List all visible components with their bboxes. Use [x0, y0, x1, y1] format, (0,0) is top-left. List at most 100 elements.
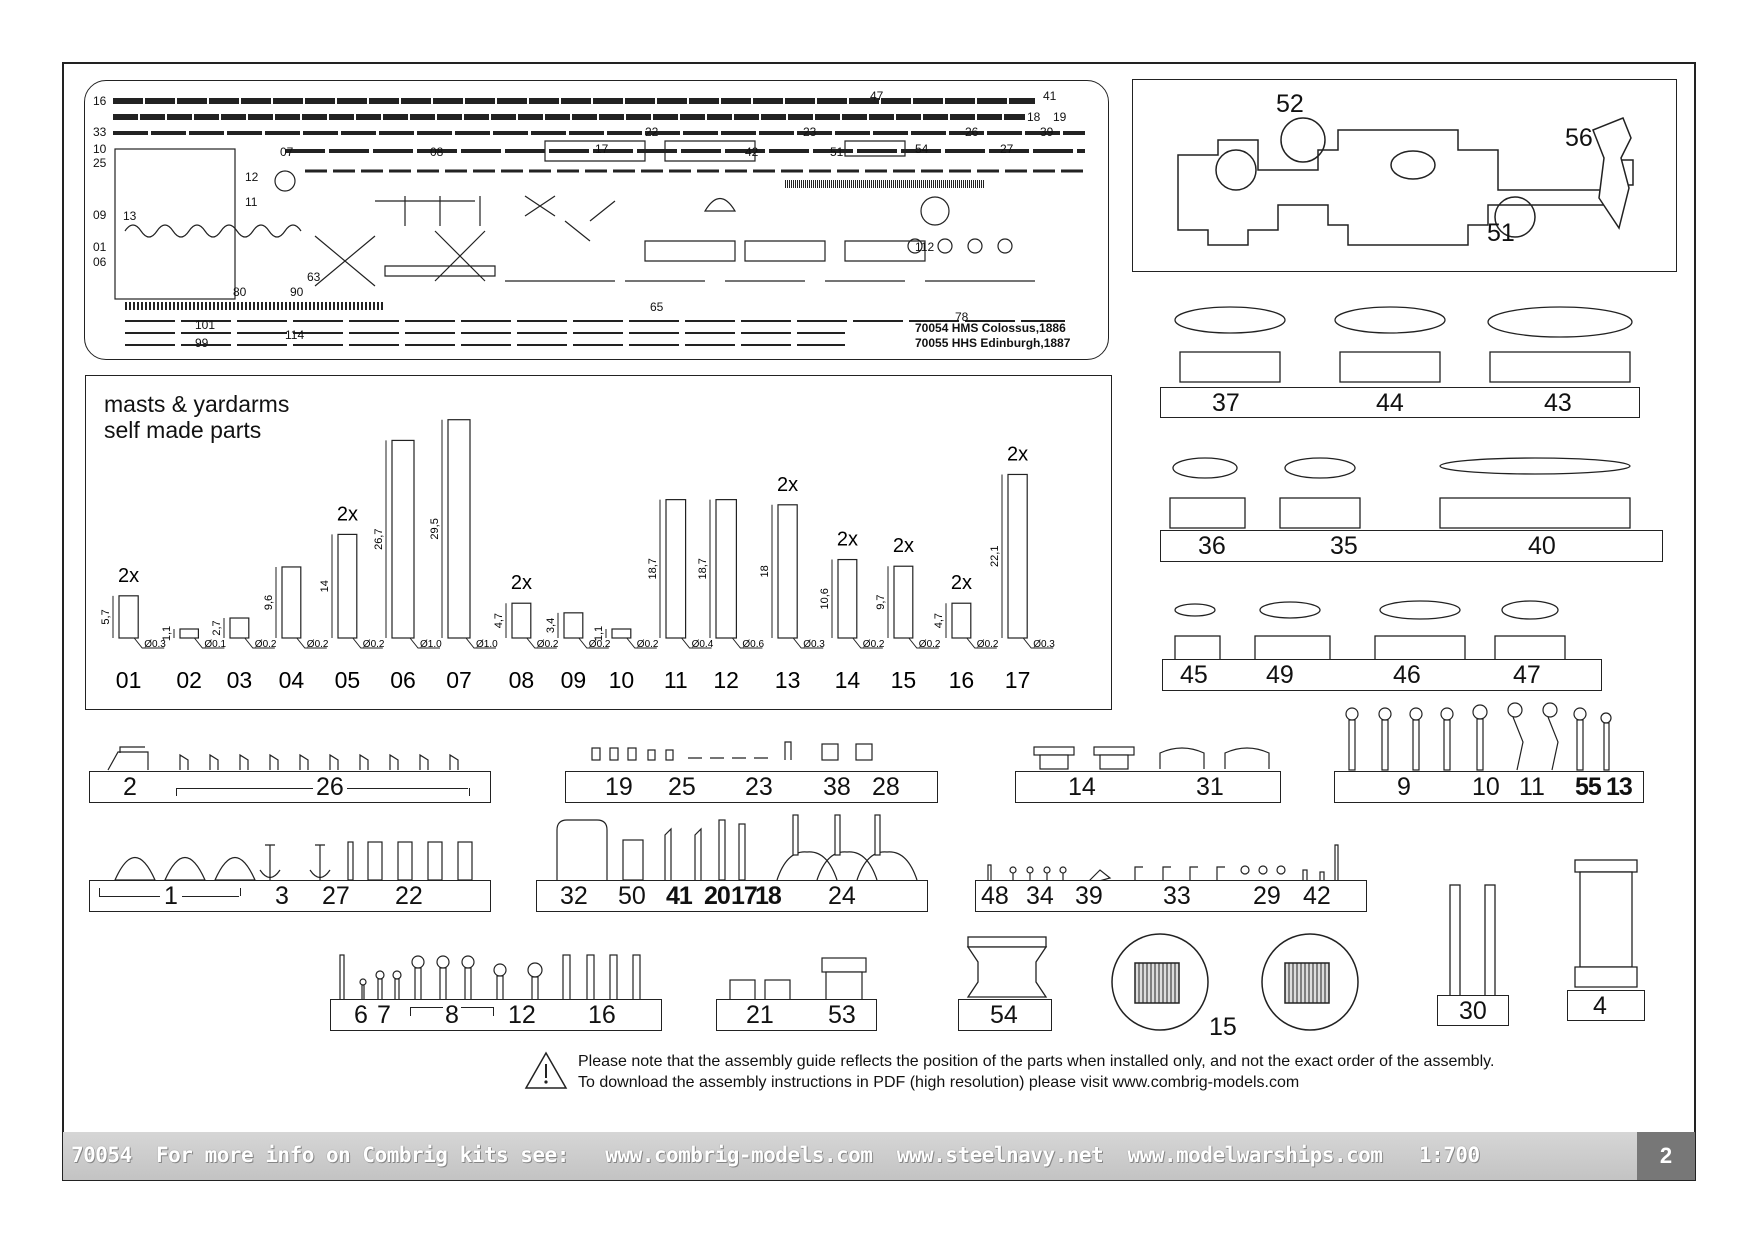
diameter-leader — [133, 637, 165, 649]
part-number: 12 — [508, 1001, 536, 1029]
part-number: 20 — [704, 882, 731, 910]
fret-label: 16 — [93, 94, 107, 108]
mast-item: 1,1Ø0.210 — [593, 626, 659, 693]
fret-label: 18 — [1027, 110, 1041, 124]
fret-label: 80 — [233, 285, 247, 299]
diameter-label: Ø0.6 — [742, 639, 764, 650]
davit-drawings — [107, 746, 459, 771]
length-label: 1,1 — [593, 626, 605, 641]
part-number: 47 — [1513, 661, 1541, 689]
part-number: 07 — [446, 667, 472, 693]
part-base — [1334, 771, 1644, 803]
boat-base — [1162, 659, 1602, 691]
hatch-drawings — [1111, 933, 1359, 1031]
fret-label: 13 — [123, 209, 137, 223]
part-base — [1437, 995, 1509, 1026]
fret-label: 08 — [430, 145, 444, 159]
part-number: 17 — [1005, 667, 1031, 693]
warning-icon — [524, 1051, 568, 1089]
fret-label: 114 — [285, 328, 305, 342]
photo-etch-fret: 16 47 41 18 19 33 22 23 26 39 10 07 08 1… — [84, 80, 1109, 360]
part-number: 1 — [160, 884, 182, 909]
part-number: 38 — [823, 773, 851, 801]
part-number: 43 — [1544, 389, 1572, 417]
fret-label: 09 — [93, 208, 107, 222]
fret-label: 42 — [745, 145, 759, 159]
diameter-leader — [852, 637, 883, 649]
part-number: 41 — [666, 882, 693, 910]
length-label: 9,7 — [875, 594, 887, 609]
part-number: 16 — [949, 667, 975, 693]
length-label: 22,1 — [989, 546, 1001, 567]
boat-base — [1160, 530, 1663, 562]
multiplier-label: 2x — [118, 565, 139, 587]
part-number: 21 — [746, 1001, 774, 1029]
part-number: 49 — [1266, 661, 1294, 689]
diameter-leader — [966, 637, 997, 649]
masts-subtitle: self made parts — [104, 417, 262, 443]
mast-bar — [511, 602, 532, 639]
diameter-leader — [578, 637, 609, 649]
diameter-label: Ø1.0 — [420, 639, 442, 650]
fret-label: 10 — [93, 142, 107, 156]
capstan-drawings — [1033, 746, 1270, 770]
diameter-leader — [244, 637, 275, 649]
part-base — [536, 880, 928, 912]
part-number: 15 — [891, 667, 917, 693]
diameter-label: Ø0.2 — [977, 639, 999, 650]
diameter-leader — [626, 637, 657, 649]
multiplier-label: 2x — [951, 572, 972, 594]
fitting-drawings — [591, 741, 873, 761]
part-number: 17 — [731, 882, 758, 910]
part-number: 37 — [1212, 389, 1240, 417]
note-line-2: To download the assembly instructions in… — [578, 1074, 1300, 1091]
mast-bar — [777, 504, 798, 639]
fret-label: 65 — [650, 300, 664, 314]
part-number: 31 — [1196, 773, 1224, 801]
part-base — [330, 999, 662, 1031]
length-label: 9,6 — [263, 595, 275, 610]
part-number: 08 — [509, 667, 535, 693]
part-number: 26 — [313, 775, 347, 800]
mast-item: 18,7Ø0.411 — [647, 499, 714, 693]
part-number: 16 — [588, 1001, 616, 1029]
part-number: 30 — [1459, 997, 1487, 1025]
part-number: 23 — [745, 773, 773, 801]
diameter-label: Ø0.2 — [363, 639, 385, 650]
page-number: 2 — [1637, 1132, 1695, 1180]
part-number: 19 — [605, 773, 633, 801]
part-number: 24 — [828, 882, 856, 910]
mast-bar — [391, 439, 415, 639]
multiplier-label: 2x — [837, 529, 858, 551]
vent-drawings — [1345, 702, 1612, 771]
ventilator-drawings — [339, 954, 641, 1001]
diameter-leader — [908, 637, 939, 649]
multiplier-label: 2x — [1007, 443, 1028, 465]
boat-drawings — [1174, 306, 1633, 383]
part-base — [89, 880, 491, 912]
diameter-label: Ø0.2 — [589, 639, 611, 650]
part-number: 01 — [116, 667, 142, 693]
fret-label: 112 — [915, 240, 935, 254]
anchor-drawings — [114, 841, 473, 881]
footer-text: 70054 For more info on Combrig kits see:… — [71, 1143, 1480, 1167]
mast-bar — [447, 419, 471, 639]
fret-title: 70055 HHS Edinburgh,1887 — [915, 336, 1071, 350]
part-number: 35 — [1330, 532, 1358, 560]
mast-item: 1,1Ø0.102 — [161, 626, 227, 693]
mast-bar — [715, 499, 737, 639]
part-base — [89, 771, 491, 803]
turret-drawing — [966, 936, 1048, 998]
fret-label: 11 — [245, 195, 258, 209]
part-number: 14 — [835, 667, 861, 693]
diameter-label: Ø0.2 — [255, 639, 277, 650]
mast-bar — [837, 558, 858, 639]
masts-title: masts & yardarms — [104, 391, 290, 417]
fret-label: 78 — [955, 310, 969, 324]
diameter-leader — [465, 637, 496, 649]
diameter-label: Ø0.2 — [919, 639, 941, 650]
deck-plan-drawing — [1177, 117, 1634, 246]
